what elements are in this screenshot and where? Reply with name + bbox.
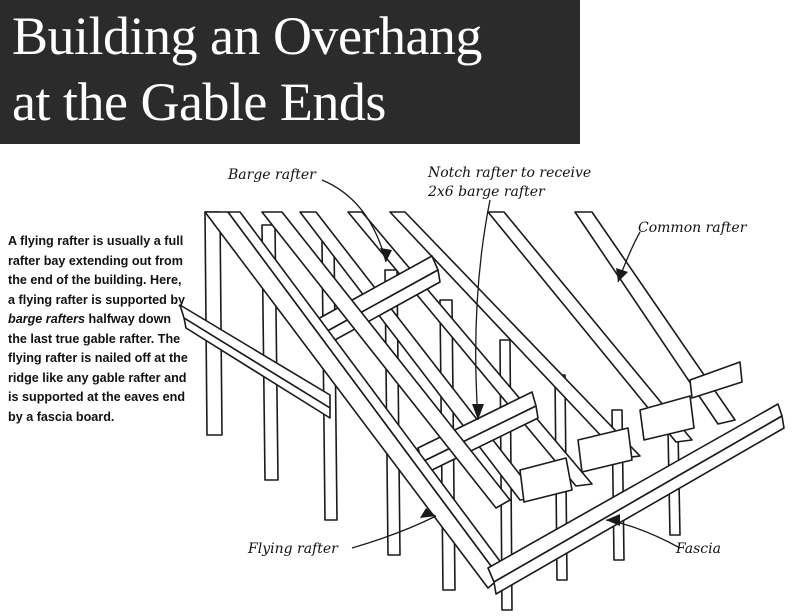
wall-stud	[384, 269, 401, 556]
label-notch-line-1: Notch rafter to receive	[428, 165, 592, 181]
blocking	[639, 395, 695, 441]
blocking	[577, 427, 633, 473]
caption-part-2: halfway down the last true gable rafter.…	[8, 312, 188, 424]
page-title-line-1: Building an Overhang	[12, 6, 482, 66]
arrow-head	[420, 508, 436, 518]
fascia-board-face	[493, 415, 785, 595]
title-banner: Building an Overhang at the Gable Ends	[0, 0, 580, 144]
framing-diagram	[179, 179, 785, 611]
last-gable-rafter	[261, 211, 511, 509]
label-fascia: Fascia	[676, 541, 721, 557]
caption-part-1: A flying rafter is usually a full rafter…	[8, 234, 186, 307]
caption-emphasis: barge rafters	[8, 312, 85, 326]
common-rafter	[487, 211, 693, 443]
common-rafter	[574, 211, 736, 425]
notch-leader	[475, 199, 491, 421]
label-common-rafter: Common rafter	[638, 220, 747, 236]
blocking	[519, 457, 573, 503]
page-title-line-2: at the Gable Ends	[12, 72, 386, 132]
top-plate-side	[183, 317, 331, 419]
label-notch-line-2: 2x6 barge rafter	[428, 184, 545, 200]
arrow-head	[472, 404, 484, 420]
arrow-head	[616, 268, 628, 282]
common-rafter	[389, 211, 641, 459]
rear-beam	[689, 361, 743, 399]
label-barge-rafter: Barge rafter	[228, 167, 316, 183]
flying-rafter-leader	[351, 515, 437, 549]
caption-text: A flying rafter is usually a full rafter…	[8, 232, 188, 427]
arrow-head	[606, 514, 620, 526]
label-flying-rafter: Flying rafter	[248, 541, 338, 557]
arrow-head	[380, 248, 392, 262]
